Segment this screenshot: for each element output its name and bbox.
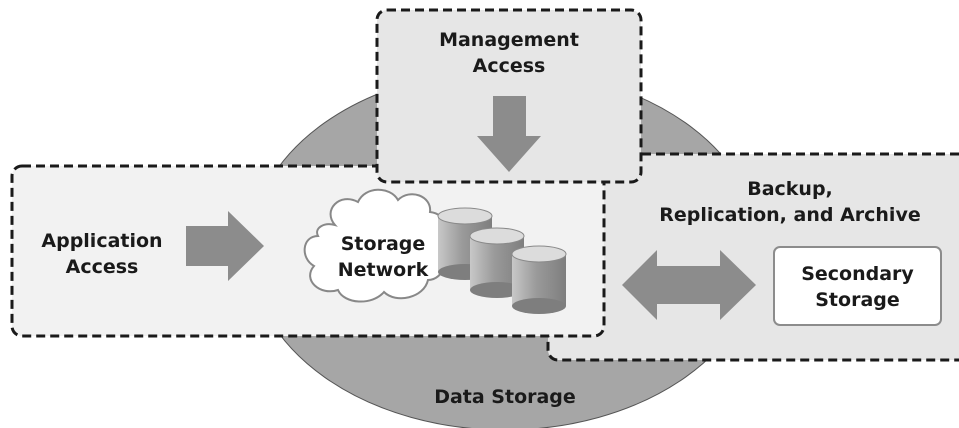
backup-line1: Backup,: [747, 178, 833, 200]
cloud-icon: [303, 188, 447, 303]
application-line1: Application: [41, 230, 163, 252]
double-arrow: [622, 250, 756, 320]
storage-network-label: Storage Network: [318, 231, 448, 283]
management-access-label: Management Access: [377, 27, 641, 79]
network-line1: Storage: [340, 233, 426, 255]
secondary-storage-label: Secondary Storage: [774, 261, 941, 313]
management-line2: Access: [472, 55, 546, 77]
secondary-line2: Storage: [815, 289, 900, 311]
database-icon: [437, 207, 567, 314]
application-line2: Access: [65, 256, 139, 278]
management-line1: Management: [439, 29, 579, 51]
secondary-storage-box: [773, 246, 942, 326]
backup-replication-label: Backup, Replication, and Archive: [630, 176, 950, 228]
backup-line2: Replication, and Archive: [659, 204, 921, 226]
network-line2: Network: [337, 259, 429, 281]
secondary-line1: Secondary: [801, 263, 914, 285]
management-down-arrow: [477, 96, 541, 172]
data-storage-label: Data Storage: [380, 384, 630, 410]
database-cylinder-3: [511, 245, 567, 314]
data-storage-text: Data Storage: [434, 386, 576, 408]
application-access-label: Application Access: [22, 228, 182, 280]
application-right-arrow: [186, 211, 264, 281]
